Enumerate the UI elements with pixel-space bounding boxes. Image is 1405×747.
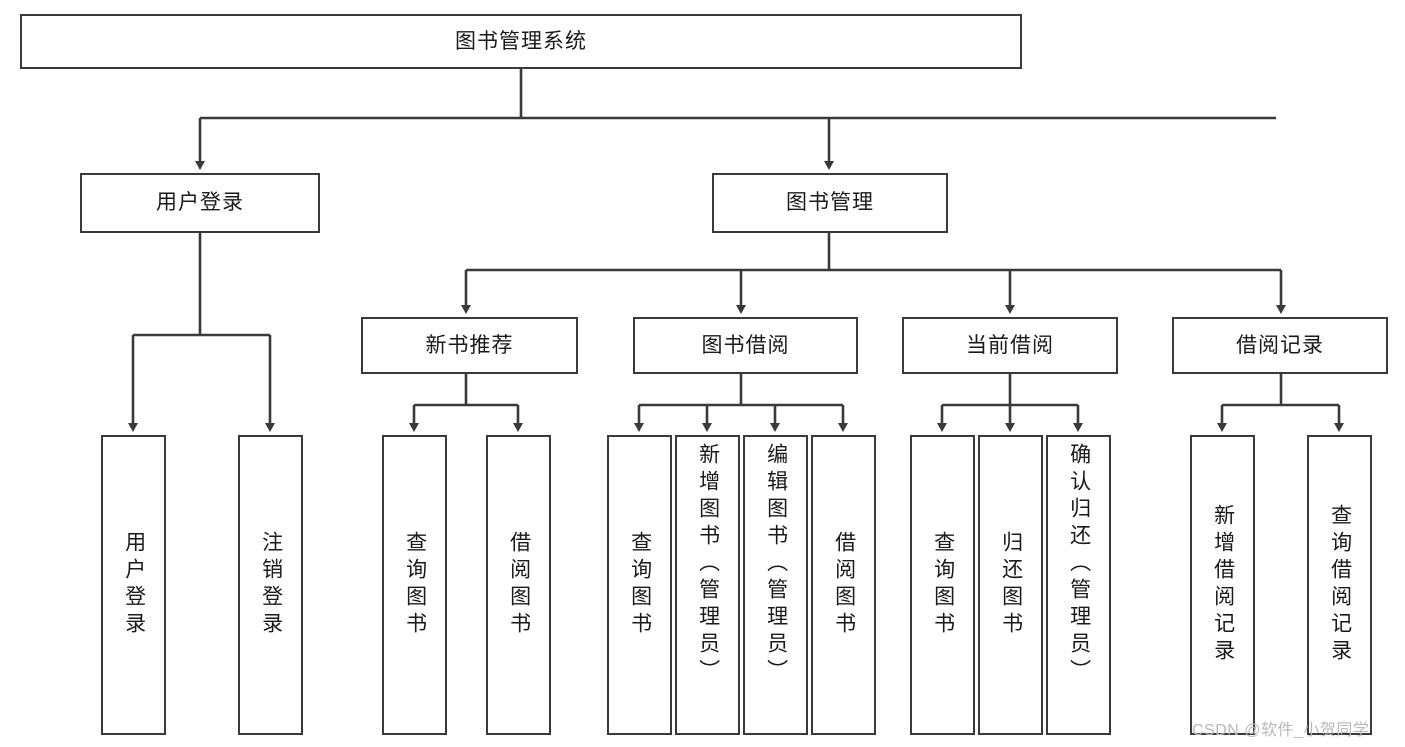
node-leaf-query-book-1[interactable]: 查询图书 (382, 435, 447, 735)
node-book-manage-label: 图书管理 (786, 191, 874, 215)
node-leaf-borrow-book-2[interactable]: 借阅图书 (811, 435, 876, 735)
node-leaf-logout-login[interactable]: 注销登录 (238, 435, 303, 735)
node-leaf-query-borrow-record[interactable]: 查询借阅记录 (1307, 435, 1372, 735)
node-leaf-add-book-admin-label: 新增图书（管理员） (696, 443, 720, 686)
node-current-borrow[interactable]: 当前借阅 (902, 317, 1118, 374)
node-user-login[interactable]: 用户登录 (80, 173, 320, 233)
node-current-borrow-label: 当前借阅 (966, 333, 1054, 357)
node-leaf-user-login[interactable]: 用户登录 (101, 435, 166, 735)
node-leaf-borrow-book-1-label: 借阅图书 (507, 531, 531, 639)
node-leaf-query-book-2[interactable]: 查询图书 (607, 435, 672, 735)
node-leaf-query-borrow-record-label: 查询借阅记录 (1328, 504, 1352, 666)
node-leaf-borrow-book-1[interactable]: 借阅图书 (486, 435, 551, 735)
node-leaf-add-borrow-record[interactable]: 新增借阅记录 (1190, 435, 1255, 735)
node-leaf-confirm-return-admin-label: 确认归还（管理员） (1067, 443, 1091, 686)
node-root-label: 图书管理系统 (455, 29, 587, 53)
node-leaf-add-book-admin[interactable]: 新增图书（管理员） (675, 435, 740, 735)
node-book-borrow[interactable]: 图书借阅 (633, 317, 858, 374)
node-leaf-edit-book-admin-label: 编辑图书（管理员） (764, 443, 788, 686)
node-new-book-recommend-label: 新书推荐 (425, 333, 514, 357)
node-leaf-query-book-2-label: 查询图书 (628, 531, 652, 639)
node-new-book-recommend[interactable]: 新书推荐 (361, 317, 578, 374)
node-user-login-label: 用户登录 (156, 191, 244, 215)
node-leaf-user-login-label: 用户登录 (122, 531, 146, 639)
node-leaf-borrow-book-2-label: 借阅图书 (832, 531, 856, 639)
node-book-borrow-label: 图书借阅 (701, 333, 790, 357)
node-leaf-query-book-3[interactable]: 查询图书 (910, 435, 975, 735)
node-leaf-return-book[interactable]: 归还图书 (978, 435, 1043, 735)
node-leaf-query-book-3-label: 查询图书 (931, 531, 955, 639)
node-borrow-record-label: 借阅记录 (1236, 333, 1324, 357)
node-borrow-record[interactable]: 借阅记录 (1172, 317, 1388, 374)
node-leaf-confirm-return-admin[interactable]: 确认归还（管理员） (1046, 435, 1111, 735)
node-root[interactable]: 图书管理系统 (20, 14, 1022, 69)
node-leaf-edit-book-admin[interactable]: 编辑图书（管理员） (743, 435, 808, 735)
node-book-manage[interactable]: 图书管理 (712, 173, 948, 233)
node-leaf-logout-login-label: 注销登录 (259, 531, 283, 639)
node-leaf-add-borrow-record-label: 新增借阅记录 (1211, 504, 1235, 666)
node-leaf-query-book-1-label: 查询图书 (403, 531, 427, 639)
node-leaf-return-book-label: 归还图书 (999, 531, 1023, 639)
csdn-watermark: CSDN @软件_小贺同学 (1192, 722, 1370, 739)
